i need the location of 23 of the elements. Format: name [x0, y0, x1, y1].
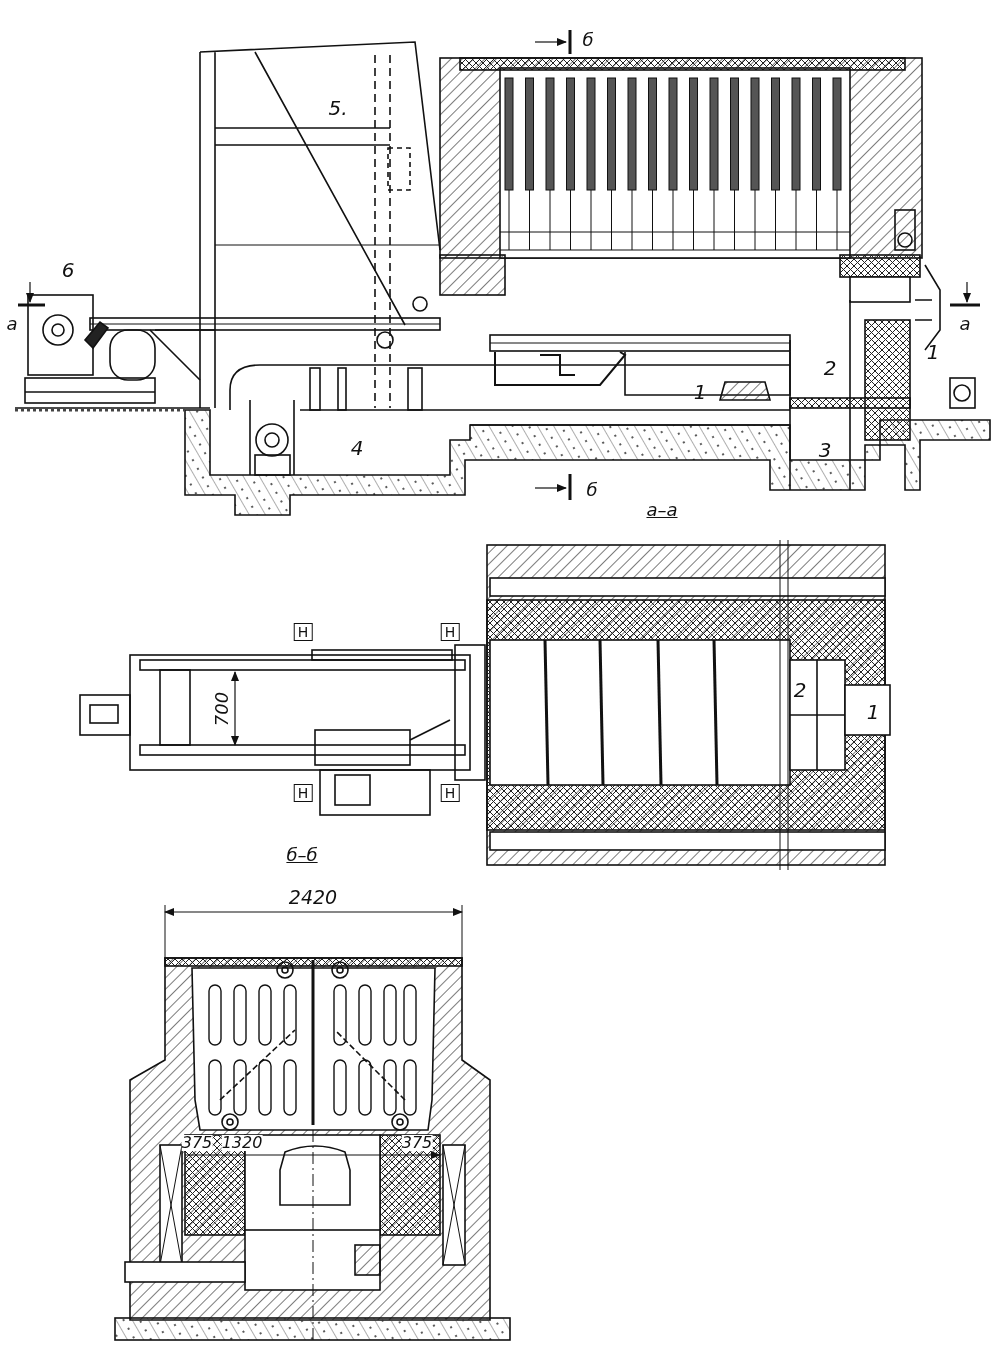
section-title: а–а — [646, 501, 678, 519]
dimension-value: 2420 — [288, 887, 338, 907]
section-letter: б — [586, 481, 598, 499]
dimension-value: 375 — [181, 1135, 213, 1151]
marker-letter: Н — [440, 784, 460, 802]
callout-number: 2 — [793, 680, 807, 700]
section-letter: а — [6, 315, 18, 333]
marker-letter: Н — [440, 623, 460, 641]
dimension-value: 375 — [401, 1135, 433, 1151]
section-letter: б — [582, 31, 594, 49]
callout-number: 1 — [926, 342, 940, 362]
callout-number: 4 — [350, 438, 364, 458]
callout-number: 6 — [61, 260, 75, 280]
section-title: б–б — [286, 846, 318, 864]
callout-number: 2 — [823, 358, 837, 378]
marker-letter: Н — [293, 784, 313, 802]
section-letter: а — [959, 315, 971, 333]
callout-number: 3 — [818, 440, 832, 460]
marker-letter: Н — [293, 623, 313, 641]
callout-number: 5. — [328, 98, 348, 118]
callout-number: 1 — [866, 702, 880, 722]
dimension-value: 700 — [213, 691, 231, 727]
dimension-value: 1320 — [221, 1135, 263, 1151]
